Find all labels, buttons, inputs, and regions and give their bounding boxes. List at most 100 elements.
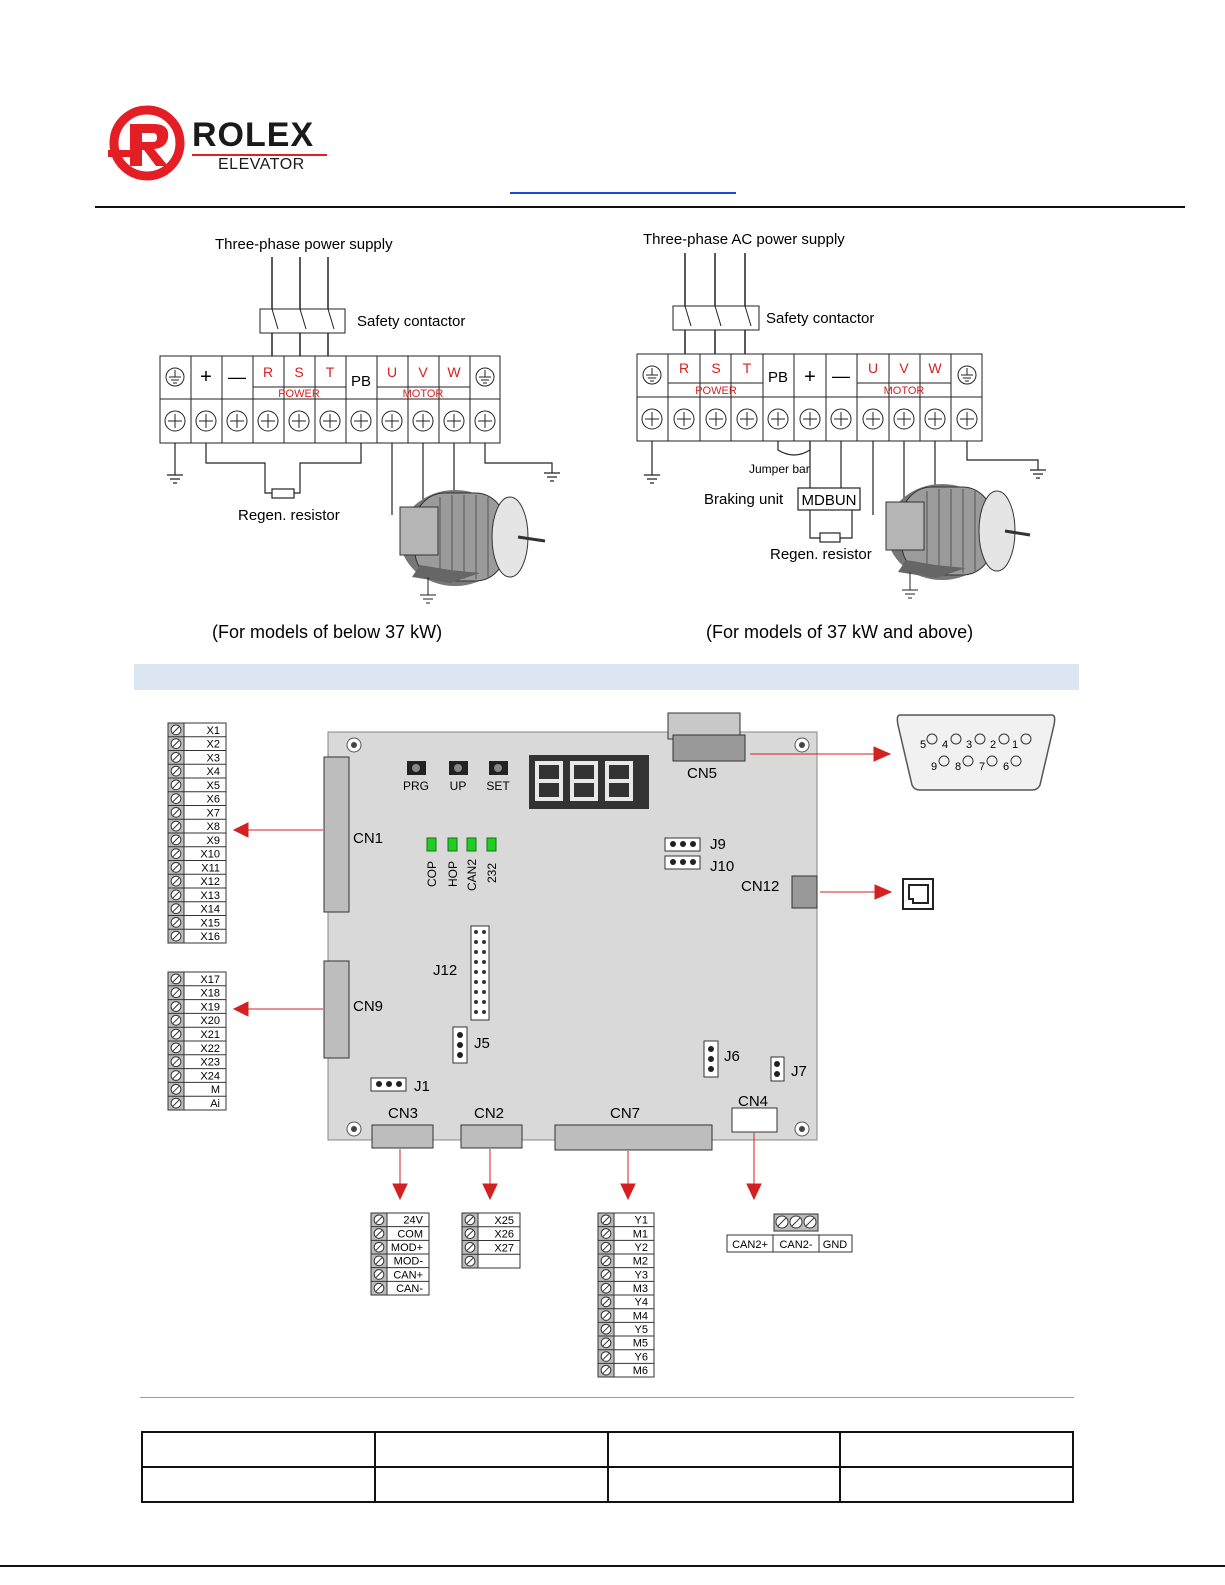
terminal-plus: + [200,366,212,388]
cn1-terminal-label: X4 [207,766,220,778]
screw-slot [466,1230,474,1237]
cn9-terminal-label: M [211,1084,220,1096]
hyperlink-underline[interactable] [510,192,736,194]
cn9-terminal-label: X21 [200,1029,220,1041]
screw-slot [172,1085,180,1093]
cn9-terminal-label: X22 [200,1043,220,1055]
cn7-terminal-label: Y4 [635,1297,648,1309]
terminal-pb: PB [768,369,788,386]
cn7-terminal-label: M3 [633,1283,648,1295]
cn7-terminal-label: Y1 [635,1215,648,1227]
terminal-w: W [447,364,461,380]
cn2-header [460,1124,523,1149]
terminal-r: R [263,364,273,380]
section-heading-band [134,664,1079,690]
document-table [141,1431,1074,1503]
cn4-gnd: GND [823,1239,848,1251]
cn1-terminal-label: X9 [207,835,220,847]
j5-label: J5 [474,1035,490,1052]
j12-pin [482,970,486,974]
cn1-terminal-label: X13 [200,890,220,902]
screw-slot [602,1312,610,1319]
terminal-v: V [899,360,909,376]
screw-slot [602,1325,610,1333]
up-button: UP [450,779,467,793]
screw-slot [172,1016,180,1024]
contactor-label: Safety contactor [766,310,874,327]
led-can2: CAN2 [465,859,479,891]
cn9-terminal-label: X24 [200,1070,220,1082]
status-leds [426,837,497,852]
screw-slot [172,822,180,830]
screw-slot [172,864,180,871]
j7-label: J7 [791,1063,807,1080]
led-232: 232 [485,863,499,883]
j12-pin [474,930,478,934]
cn3-label: CN3 [388,1105,418,1122]
cn4-label: CN4 [738,1093,768,1110]
j9-label: J9 [710,836,726,853]
screw-slot [172,836,180,844]
cn7-terminal-label: M4 [633,1310,648,1322]
terminal-plus: + [804,366,816,388]
cn12-label: CN12 [741,878,779,895]
cn3-terminal-label: 24V [403,1215,423,1227]
cn2-terminal-label: X25 [494,1215,514,1227]
cn1-terminal-label: X2 [207,739,220,751]
cn1-terminal-label: X6 [207,794,220,806]
cn3-terminal-label: CAN- [396,1283,423,1295]
wiring-diagram-small-models: Three-phase power supply Safety contacto… [159,236,560,642]
db9-pin-2: 2 [990,739,996,751]
cn7-terminal-label: Y6 [635,1351,648,1363]
screw-slot [602,1353,610,1360]
terminal-pb: PB [351,373,371,390]
cn7-terminal-label: M5 [633,1338,648,1350]
contactor-label: Safety contactor [357,313,465,330]
terminal-screw-icon [641,408,978,430]
db9-pin-9: 9 [931,761,937,773]
screw-slot [172,754,180,761]
cn3-header [371,1124,434,1149]
cn9-terminal-label: X17 [200,974,220,986]
cn9-label: CN9 [353,998,383,1015]
j12-pin [474,970,478,974]
terminal-v: V [418,364,428,380]
j1-label: J1 [414,1078,430,1095]
screw-slot [602,1230,610,1237]
screw-slot [466,1257,474,1265]
cn1-terminal-label: X12 [200,876,220,888]
cn1-terminal-label: X10 [200,849,220,861]
cn3-terminal-label: COM [397,1228,423,1240]
cn3-terminal-label: MOD+ [391,1242,423,1254]
header-rule [95,206,1185,208]
screw-slot [172,975,180,983]
cn4-header [731,1107,778,1133]
j6-label: J6 [724,1048,740,1065]
table-row [141,1466,1074,1503]
screw-slot [602,1366,610,1374]
cn1-terminal-label: X14 [200,904,220,916]
jumper-label: Jumper bar [749,462,810,476]
j12-pin [482,940,486,944]
cn3-terminal-label: CAN+ [393,1269,423,1281]
table-row [141,1431,1074,1468]
group-power: POWER [695,385,737,397]
table-cell [839,1466,1074,1503]
cn7-terminal-label: Y3 [635,1269,648,1281]
ground-icon [642,365,977,385]
resistor-label: Regen. resistor [238,507,340,524]
prg-button: PRG [403,779,429,793]
j12-pin [482,930,486,934]
logo-underline [192,154,327,156]
j12-pin [474,940,478,944]
cn4-can2-plus: CAN2+ [732,1239,768,1251]
motor-icon [399,490,546,604]
j12-label: J12 [433,962,457,979]
keypad-buttons [407,761,508,775]
j12-pin [482,980,486,984]
screw-slot [602,1216,610,1224]
j12-pin [474,950,478,954]
group-motor: MOTOR [884,385,925,397]
